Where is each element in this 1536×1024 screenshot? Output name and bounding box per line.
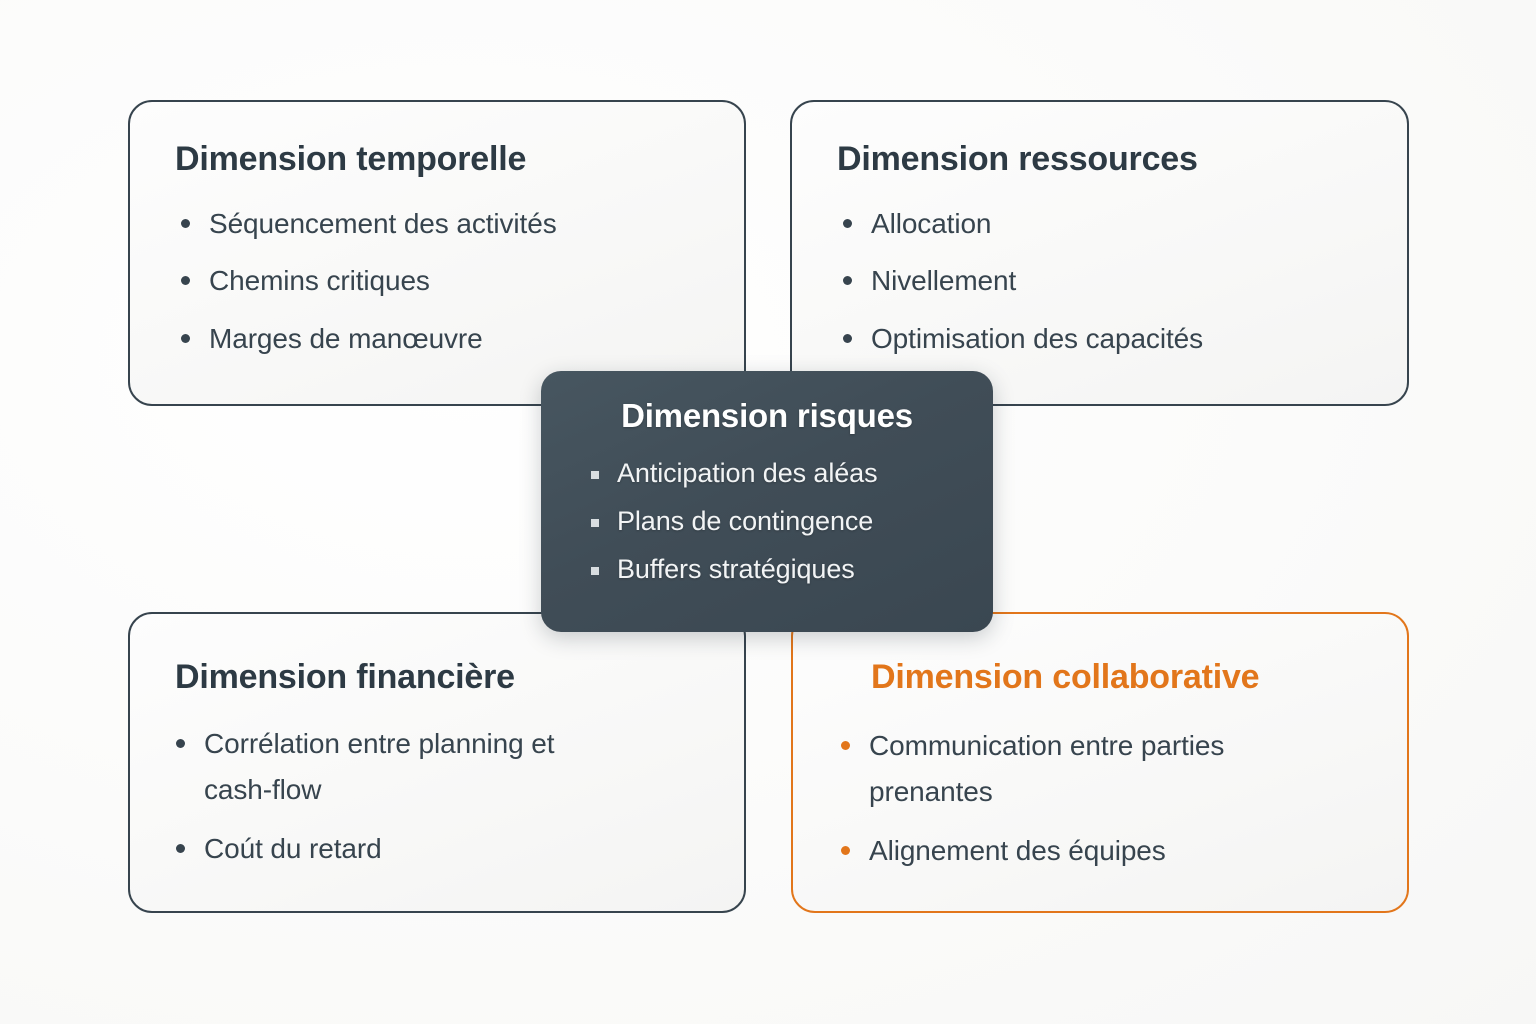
list-item-label: Anticipation des aléas <box>617 458 878 488</box>
list-item: Buffers stratégiques <box>589 549 993 591</box>
list-item: Allocation <box>837 201 1407 246</box>
list-item: Marges de manœuvre <box>175 316 744 361</box>
list-item: Communication entre parties prenantes <box>835 723 1319 816</box>
bullet-square-icon <box>591 471 599 479</box>
list-item-label: Buffers stratégiques <box>617 553 855 584</box>
bullet-point-icon <box>843 219 852 228</box>
bullet-point-icon <box>176 843 185 853</box>
list-item: Alignement des équipes <box>835 828 1407 874</box>
card-dimension-temporelle[interactable]: Dimension temporelle Séquencement des ac… <box>128 100 746 406</box>
list-item: Nivellement <box>837 258 1407 303</box>
card-title-temporelle: Dimension temporelle <box>175 140 527 178</box>
list-item-label: Plans de contingence <box>617 505 874 536</box>
bullet-list-risques: Anticipation des aléas Plans de continge… <box>589 453 993 591</box>
list-item-label: Optimisation des capacités <box>871 322 1204 354</box>
bullet-point-icon <box>181 276 190 286</box>
bullet-point-icon <box>841 845 850 855</box>
list-item: Anticipation des aléas <box>589 453 993 495</box>
card-dimension-financiere[interactable]: Dimension financière Corrélation entre p… <box>128 612 746 913</box>
list-item-label: Corrélation entre planning et cash-flow <box>204 728 555 806</box>
card-title-financiere: Dimension financière <box>175 658 515 696</box>
card-title-collaborative: Dimension collaborative <box>871 658 1260 696</box>
bullet-point-icon <box>843 333 852 343</box>
card-dimension-risques[interactable]: Dimension risques Anticipation des aléas… <box>541 371 993 632</box>
bullet-list-financiere: Corrélation entre planning et cash-flow … <box>170 721 744 872</box>
list-item-label: Communication entre parties prenantes <box>869 730 1225 808</box>
list-item-label: Chemins critiques <box>209 265 430 297</box>
bullet-list-collaborative: Communication entre parties prenantes Al… <box>835 723 1407 874</box>
list-item-label: Séquencement des activités <box>209 208 557 239</box>
bullet-point-icon <box>176 739 185 748</box>
bullet-point-icon <box>843 276 852 286</box>
bullet-point-icon <box>181 219 190 228</box>
list-item: Séquencement des activités <box>175 201 744 246</box>
list-item-label: Coút du retard <box>204 832 382 864</box>
list-item: Coút du retard <box>170 826 744 872</box>
list-item-label: Marges de manœuvre <box>209 322 483 354</box>
list-item-label: Allocation <box>871 208 992 239</box>
list-item: Corrélation entre planning et cash-flow <box>170 721 624 814</box>
bullet-list-ressources: Allocation Nivellement Optimisation des … <box>837 201 1407 361</box>
bullet-square-icon <box>591 566 599 575</box>
bullet-list-temporelle: Séquencement des activités Chemins criti… <box>175 201 744 361</box>
bullet-point-icon <box>841 741 850 750</box>
card-dimension-ressources[interactable]: Dimension ressources Allocation Nivellem… <box>790 100 1409 406</box>
list-item-label: Alignement des équipes <box>869 834 1166 866</box>
bullet-point-icon <box>181 333 190 343</box>
card-title-ressources: Dimension ressources <box>837 140 1198 178</box>
card-dimension-collaborative[interactable]: Dimension collaborative Communication en… <box>791 612 1409 913</box>
list-item-label: Nivellement <box>871 265 1017 297</box>
list-item: Optimisation des capacités <box>837 316 1407 361</box>
list-item: Plans de contingence <box>589 501 993 543</box>
bullet-square-icon <box>591 518 599 527</box>
card-title-risques: Dimension risques <box>621 397 913 434</box>
list-item: Chemins critiques <box>175 258 744 303</box>
